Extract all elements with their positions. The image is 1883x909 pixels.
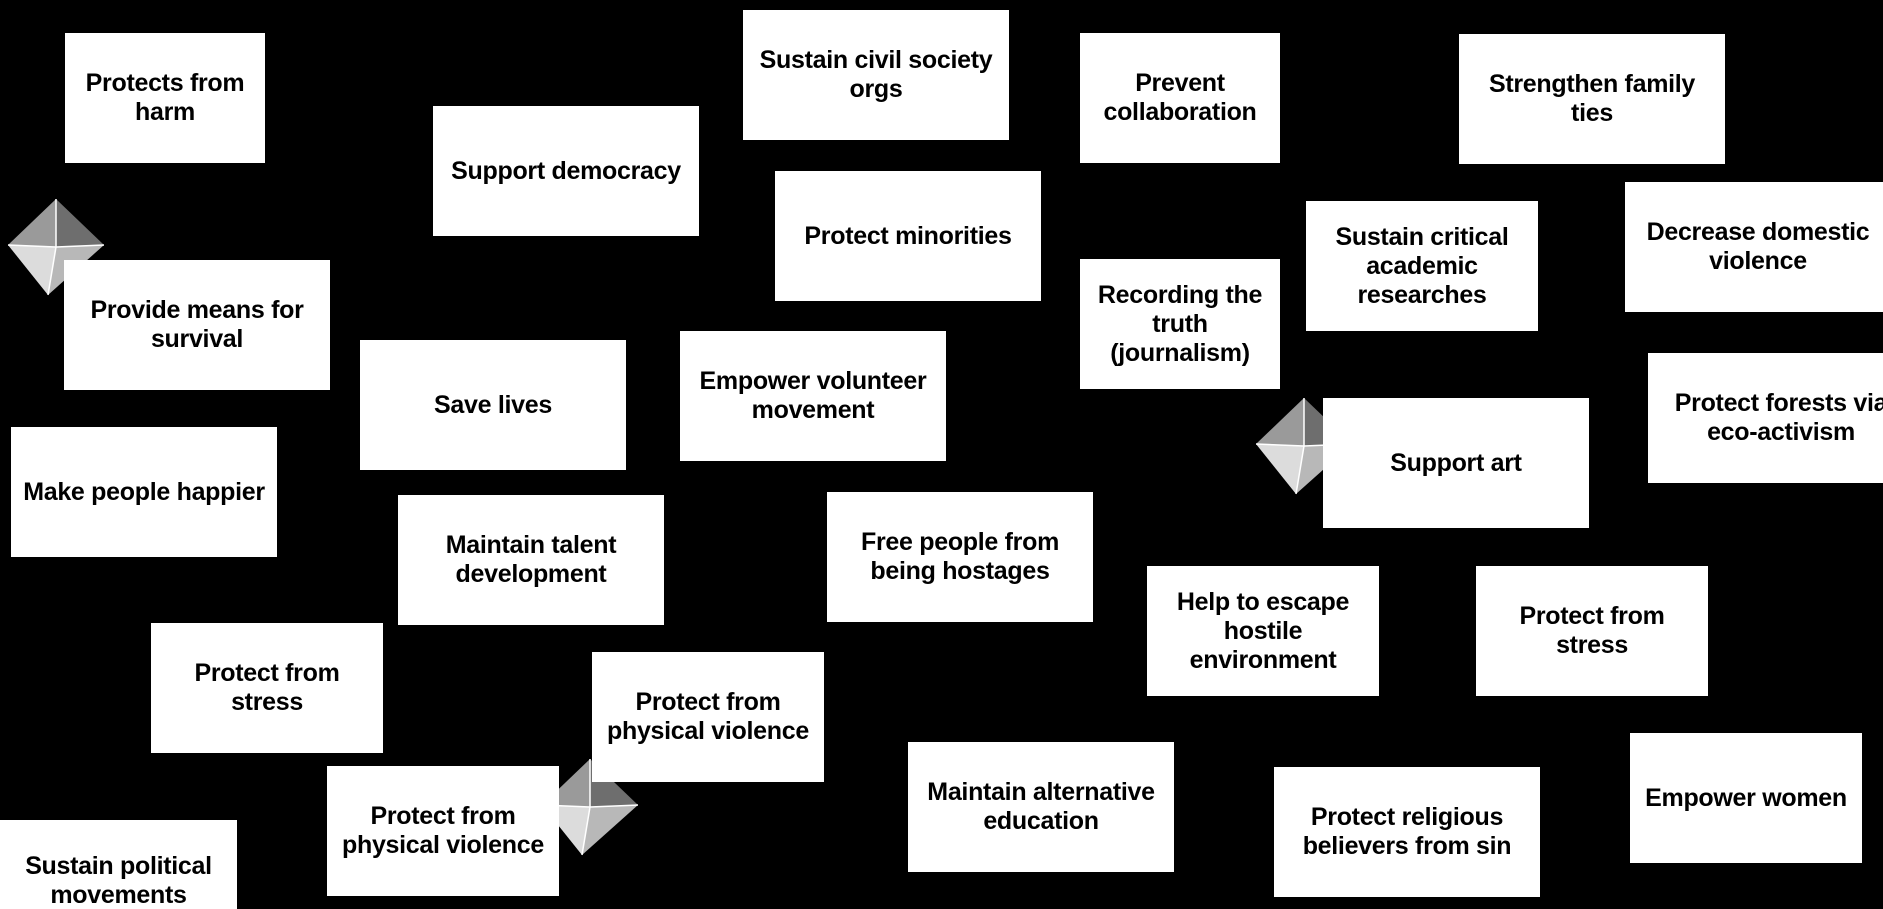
card-provide-means-for-survival[interactable]: Provide means for survival (64, 260, 330, 390)
card-protect-from-physical-violence-left[interactable]: Protect from physical violence (327, 766, 559, 896)
card-label: Empower women (1645, 783, 1847, 812)
card-label: Help to escape hostile environment (1176, 587, 1350, 674)
card-label: Support art (1390, 448, 1522, 477)
card-prevent-collaboration[interactable]: Prevent collaboration (1080, 33, 1280, 163)
card-recording-the-truth[interactable]: Recording the truth (journalism) (1080, 259, 1280, 389)
card-protect-minorities[interactable]: Protect minorities (775, 171, 1041, 301)
card-protect-from-stress-right[interactable]: Protect from stress (1476, 566, 1708, 696)
card-label: Free people from being hostages (860, 528, 1060, 585)
card-label: Protect religious believers from sin (1302, 803, 1512, 860)
card-label: Maintain talent development (445, 531, 617, 588)
card-free-people-from-being-hostages[interactable]: Free people from being hostages (827, 492, 1093, 622)
card-label: Sustain civil society orgs (759, 46, 993, 103)
card-sustain-political-movements[interactable]: Sustain political movements (0, 820, 237, 909)
card-help-to-escape-hostile-environment[interactable]: Help to escape hostile environment (1147, 566, 1379, 696)
card-label: Protect from physical violence (342, 802, 544, 859)
card-label: Support democracy (451, 156, 681, 185)
card-make-people-happier[interactable]: Make people happier (11, 427, 277, 557)
card-label: Protect minorities (804, 221, 1012, 250)
card-sustain-civil-society-orgs[interactable]: Sustain civil society orgs (743, 10, 1009, 140)
card-maintain-talent-development[interactable]: Maintain talent development (398, 495, 664, 625)
card-maintain-alternative-education[interactable]: Maintain alternative education (908, 742, 1174, 872)
card-label: Save lives (434, 390, 552, 419)
card-label: Protect from physical violence (607, 688, 809, 745)
card-label: Sustain political movements (25, 852, 212, 909)
card-label: Protect from stress (194, 659, 340, 716)
card-strengthen-family-ties[interactable]: Strengthen family ties (1459, 34, 1725, 164)
card-sustain-critical-academic-researches[interactable]: Sustain critical academic researches (1306, 201, 1538, 331)
card-save-lives[interactable]: Save lives (360, 340, 626, 470)
card-support-democracy[interactable]: Support democracy (433, 106, 699, 236)
card-label: Make people happier (23, 477, 265, 506)
card-label: Recording the truth (journalism) (1097, 280, 1263, 367)
card-label: Provide means for survival (90, 296, 304, 353)
card-label: Empower volunteer movement (699, 367, 927, 424)
card-label: Sustain critical academic researches (1335, 222, 1509, 309)
card-protect-religious-believers-from-sin[interactable]: Protect religious believers from sin (1274, 767, 1540, 897)
card-label: Protect from stress (1519, 602, 1665, 659)
card-empower-volunteer-movement[interactable]: Empower volunteer movement (680, 331, 946, 461)
card-label: Protects from harm (85, 69, 245, 126)
card-label: Prevent collaboration (1103, 69, 1257, 126)
card-label: Maintain alternative education (927, 778, 1155, 835)
card-decrease-domestic-violence[interactable]: Decrease domestic violence (1625, 182, 1883, 312)
card-label: Strengthen family ties (1488, 70, 1696, 127)
card-support-art[interactable]: Support art (1323, 398, 1589, 528)
card-label: Decrease domestic violence (1646, 218, 1870, 275)
card-protects-from-harm[interactable]: Protects from harm (65, 33, 265, 163)
card-protect-from-physical-violence-center[interactable]: Protect from physical violence (592, 652, 824, 782)
card-protect-forests-eco-activism[interactable]: Protect forests via eco-activism (1648, 353, 1883, 483)
card-label: Protect forests via eco-activism (1674, 389, 1883, 446)
card-protect-from-stress-left[interactable]: Protect from stress (151, 623, 383, 753)
card-empower-women[interactable]: Empower women (1630, 733, 1862, 863)
